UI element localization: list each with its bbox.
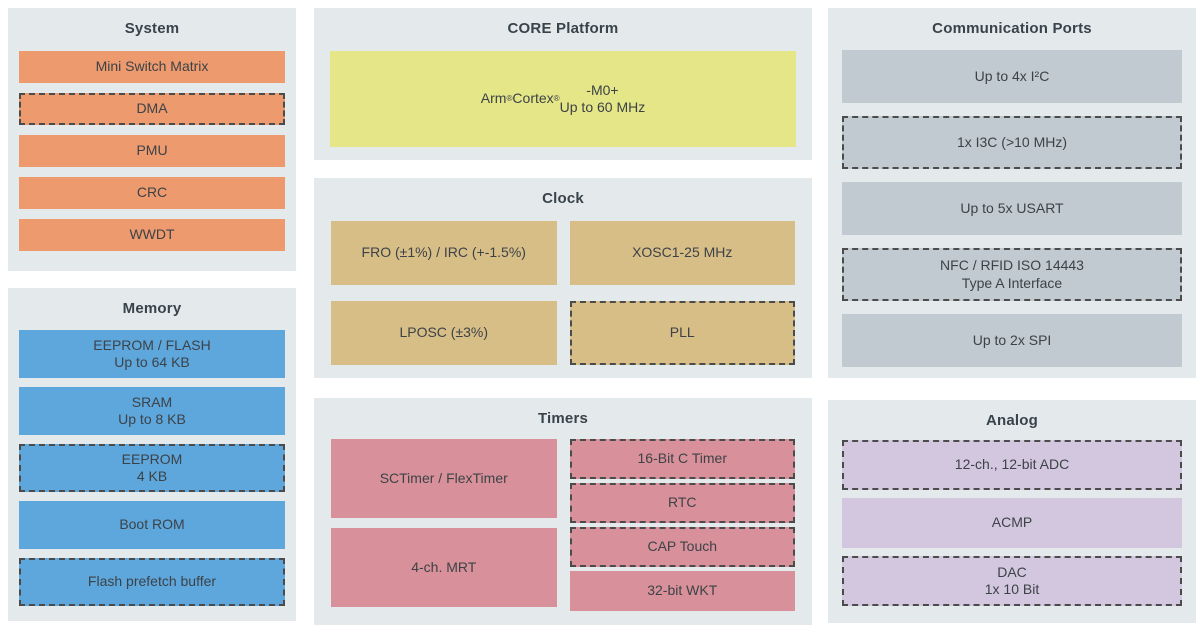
block-16bit-c-timer: 16-Bit C Timer — [569, 439, 795, 479]
block-dma: DMA — [19, 93, 285, 125]
block-sctimer-flextimer: SCTimer / FlexTimer — [331, 439, 557, 518]
panel-timers: Timers SCTimer / FlexTimer 4-ch. MRT 16-… — [314, 398, 812, 625]
timers-left-column: SCTimer / FlexTimer 4-ch. MRT — [331, 439, 557, 611]
panel-title-system: System — [124, 20, 180, 37]
memory-blocks: EEPROM / FLASH Up to 64 KB SRAM Up to 8 … — [19, 330, 285, 606]
block-spi: Up to 2x SPI — [842, 314, 1182, 367]
block-usart: Up to 5x USART — [842, 182, 1182, 235]
panel-memory: Memory EEPROM / FLASH Up to 64 KB SRAM U… — [8, 288, 296, 621]
analog-blocks: 12-ch., 12-bit ADC ACMP DAC 1x 10 Bit — [842, 440, 1182, 606]
timers-right-column: 16-Bit C Timer RTC CAP Touch 32-bit WKT — [569, 439, 795, 611]
panel-analog: Analog 12-ch., 12-bit ADC ACMP DAC 1x 10… — [828, 400, 1196, 623]
panel-clock: Clock FRO (±1%) / IRC (+-1.5%) XOSC1-25 … — [314, 178, 812, 378]
block-wkt: 32-bit WKT — [569, 571, 795, 611]
comm-blocks: Up to 4x I²C 1x I3C (>10 MHz) Up to 5x U… — [842, 50, 1182, 367]
block-cap-touch: CAP Touch — [569, 527, 795, 567]
block-eeprom-4kb: EEPROM 4 KB — [19, 444, 285, 492]
block-boot-rom: Boot ROM — [19, 501, 285, 549]
panel-system: System Mini Switch Matrix DMA PMU CRC WW… — [8, 8, 296, 271]
panel-communication-ports: Communication Ports Up to 4x I²C 1x I3C … — [828, 8, 1196, 378]
block-xosc: XOSC1-25 MHz — [569, 221, 795, 285]
block-mini-switch-matrix: Mini Switch Matrix — [19, 51, 285, 83]
block-dac: DAC 1x 10 Bit — [842, 556, 1182, 606]
block-adc: 12-ch., 12-bit ADC — [842, 440, 1182, 490]
block-i3c: 1x I3C (>10 MHz) — [842, 116, 1182, 169]
block-acmp: ACMP — [842, 498, 1182, 548]
panel-title-communication-ports: Communication Ports — [932, 20, 1092, 37]
system-blocks: Mini Switch Matrix DMA PMU CRC WWDT — [19, 51, 285, 251]
block-pmu: PMU — [19, 135, 285, 167]
block-lposc: LPOSC (±3%) — [331, 301, 557, 365]
panel-core-platform: CORE Platform Arm® Cortex®-M0+ Up to 60 … — [314, 8, 812, 160]
block-rtc: RTC — [569, 483, 795, 523]
panel-title-clock: Clock — [542, 190, 584, 207]
block-eeprom-flash: EEPROM / FLASH Up to 64 KB — [19, 330, 285, 378]
clock-blocks: FRO (±1%) / IRC (+-1.5%) XOSC1-25 MHz LP… — [331, 221, 795, 365]
timers-blocks: SCTimer / FlexTimer 4-ch. MRT 16-Bit C T… — [331, 439, 795, 611]
block-wwdt: WWDT — [19, 219, 285, 251]
block-i2c: Up to 4x I²C — [842, 50, 1182, 103]
block-pll: PLL — [569, 301, 795, 365]
block-fro-irc: FRO (±1%) / IRC (+-1.5%) — [331, 221, 557, 285]
block-sram: SRAM Up to 8 KB — [19, 387, 285, 435]
block-mrt: 4-ch. MRT — [331, 528, 557, 607]
block-crc: CRC — [19, 177, 285, 209]
block-arm-cortex-m0plus: Arm® Cortex®-M0+ Up to 60 MHz — [330, 51, 796, 147]
panel-title-core-platform: CORE Platform — [507, 20, 619, 37]
block-nfc-rfid: NFC / RFID ISO 14443 Type A Interface — [842, 248, 1182, 301]
block-flash-prefetch-buffer: Flash prefetch buffer — [19, 558, 285, 606]
panel-title-analog: Analog — [985, 412, 1039, 429]
panel-title-timers: Timers — [537, 410, 589, 427]
core-blocks: Arm® Cortex®-M0+ Up to 60 MHz — [330, 51, 796, 147]
panel-title-memory: Memory — [122, 300, 182, 317]
